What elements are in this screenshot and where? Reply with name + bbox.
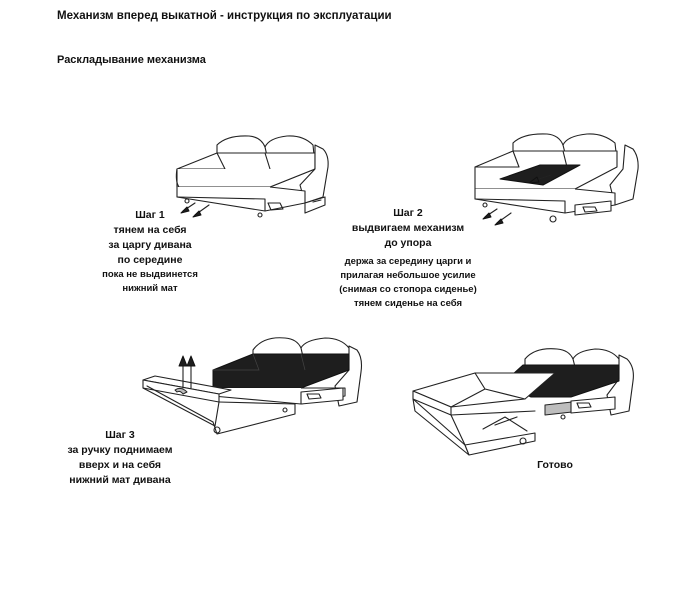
step-1-heading: Шаг 1 <box>135 209 165 221</box>
step-3-line: нижний мат дивана <box>69 474 171 486</box>
step-2-line: выдвигаем механизм <box>351 222 465 234</box>
sofa-bed-unfolded-illustration <box>412 348 634 456</box>
step-1-line: за царгу дивана <box>108 239 192 251</box>
section-subtitle: Раскладывание механизма <box>57 54 206 66</box>
step-3-line: вверх и на себя <box>78 459 162 471</box>
sofa-drawer-extended-illustration <box>474 133 639 226</box>
step-2-line: до упора <box>384 237 432 249</box>
step-3-instructions: Шаг 3 за ручку поднимаем вверх и на себя… <box>40 428 200 488</box>
step-2-note: держа за середину царги и <box>344 256 472 267</box>
step-3-heading: Шаг 3 <box>105 429 135 441</box>
sofa-lower-mat-lifted-illustration <box>142 337 363 435</box>
step-1-instructions: Шаг 1 тянем на себя за царгу дивана по с… <box>80 208 220 296</box>
step-2-heading: Шаг 2 <box>393 207 423 219</box>
step-2-note: (снимая со стопора сиденье) <box>339 284 477 295</box>
step-1-note: пока не выдвинется <box>102 269 198 280</box>
step-2-note: тянем сиденье на себя <box>353 298 463 309</box>
done-label: Готово <box>537 459 573 471</box>
document-title: Механизм вперед выкатной - инструкция по… <box>57 10 392 22</box>
step-2-note: прилагая небольшое усилие <box>340 270 476 281</box>
step-2-instructions: Шаг 2 выдвигаем механизм до упора держа … <box>328 206 488 311</box>
step-1-line: по середине <box>117 254 183 266</box>
step-1-line: тянем на себя <box>113 224 187 236</box>
sofa-closed-illustration <box>175 135 329 218</box>
step-1-note: нижний мат <box>122 283 178 294</box>
step-3-line: за ручку поднимаем <box>67 444 173 456</box>
